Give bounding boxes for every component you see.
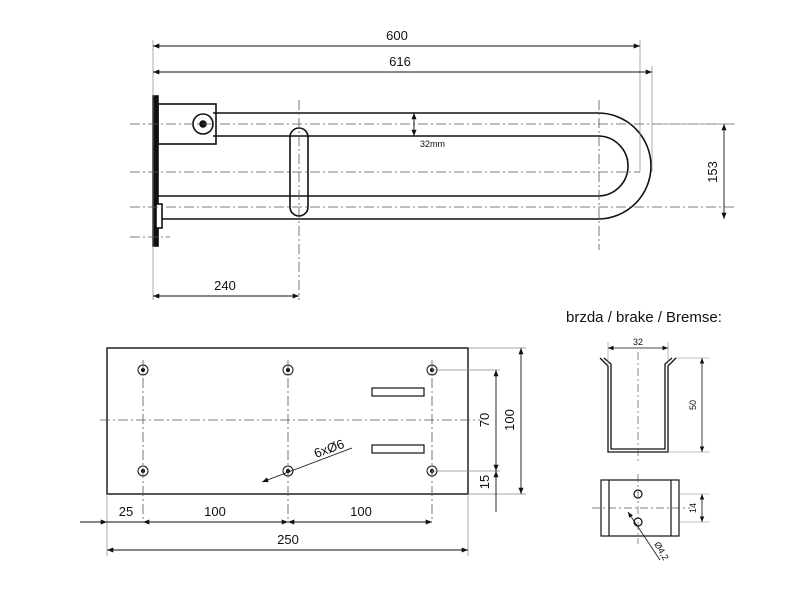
brake-dim-14: 14 (688, 503, 698, 513)
dim-600: 600 (386, 28, 408, 43)
slot-bottom (371, 444, 425, 454)
dim-70: 70 (477, 413, 492, 427)
brake-dim-32: 32 (633, 337, 643, 347)
brake-dia-label: Ø4,2 (652, 540, 670, 562)
dim-100-right: 100 (350, 504, 372, 519)
mounting-plate (106, 347, 469, 495)
brake-title: brzda / brake / Bremse: (566, 309, 722, 326)
bar-tube (158, 112, 652, 220)
slot-top (371, 387, 425, 397)
dim-25: 25 (119, 504, 133, 519)
dim-100-left: 100 (204, 504, 226, 519)
brake-dim-50: 50 (688, 400, 698, 410)
grab-bar-view (152, 95, 652, 247)
dim-616: 616 (389, 54, 411, 69)
mounting-holes (137, 364, 438, 477)
dim-240: 240 (214, 278, 236, 293)
dim-15: 15 (477, 475, 492, 489)
dim-100-height: 100 (502, 409, 517, 431)
dim-153: 153 (705, 161, 720, 183)
dim-250: 250 (277, 532, 299, 547)
dim-32mm: 32mm (420, 139, 445, 149)
